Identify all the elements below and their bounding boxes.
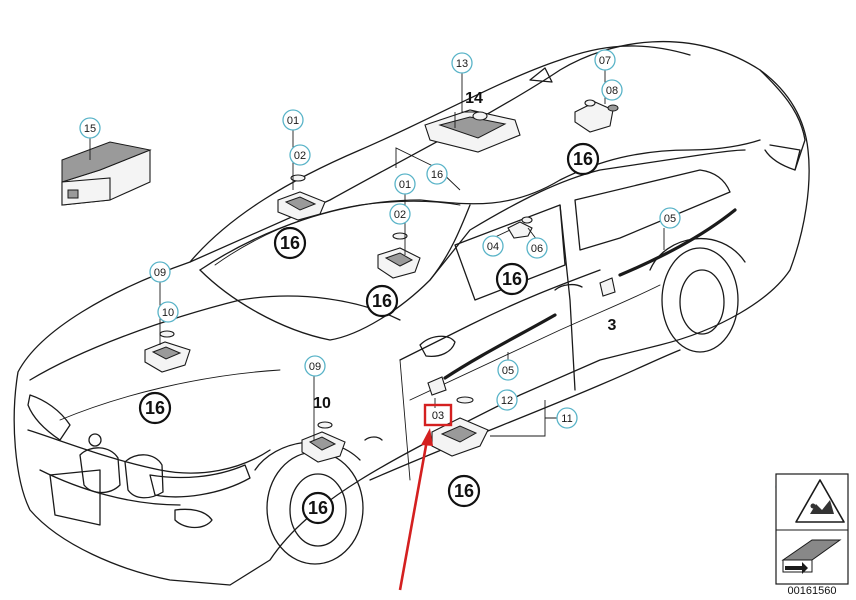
entry-light: [431, 396, 489, 457]
svg-text:08: 08: [606, 85, 618, 97]
svg-text:16: 16: [280, 233, 300, 253]
ref-16-center: 16: [365, 284, 399, 318]
label-03: 03: [432, 410, 444, 422]
ref-16-rear: 16: [566, 142, 600, 176]
plug-03: [427, 376, 447, 396]
callout-12: 12: [496, 389, 518, 411]
callout-02-left: 02: [289, 144, 311, 166]
svg-text:16: 16: [573, 149, 593, 169]
callout-08: 08: [601, 79, 623, 101]
callout-01-center: 01: [394, 173, 416, 195]
callout-10-left: 10: [157, 301, 179, 323]
fiber-cable-upper: [618, 208, 737, 277]
svg-text:10: 10: [162, 307, 174, 319]
car-outline: [13, 40, 810, 586]
label-14: 14: [465, 90, 483, 107]
svg-text:16: 16: [145, 398, 165, 418]
svg-text:16: 16: [372, 291, 392, 311]
ref-16-entry: 16: [447, 474, 481, 508]
svg-text:15: 15: [84, 123, 96, 135]
parts: [61, 99, 737, 463]
ref-16-door: 16: [495, 262, 529, 296]
door-lamp: [507, 216, 533, 239]
module-15: [61, 141, 152, 206]
arrow-icon: [781, 539, 842, 574]
callout-06: 06: [526, 237, 548, 259]
svg-text:06: 06: [531, 243, 543, 255]
callout-16-ceiling: 16: [426, 163, 448, 185]
svg-text:11: 11: [561, 413, 572, 425]
svg-text:16: 16: [308, 498, 328, 518]
svg-text:13: 13: [456, 58, 468, 70]
svg-text:16: 16: [454, 481, 474, 501]
label-10: 10: [313, 395, 331, 412]
callout-05-lower: 05: [497, 359, 519, 381]
ref-16-glovebox: 16: [138, 391, 172, 425]
bold-labels: 14 3 10 16 16 16 16 16 16 16: [138, 90, 617, 525]
red-arrow-shaft: [398, 439, 429, 591]
interior-light-center: [377, 232, 421, 279]
svg-text:16: 16: [431, 169, 443, 181]
ceiling-light-14: [424, 109, 521, 153]
callout-02-center: 02: [389, 203, 411, 225]
svg-text:09: 09: [309, 361, 321, 373]
rear-lamp: [574, 99, 619, 133]
ref-16-footwell: 16: [301, 491, 335, 525]
callout-07: 07: [594, 49, 616, 71]
callout-11: 11: [556, 407, 578, 429]
diagram-code: 00161560: [788, 585, 837, 597]
callout-13: 13: [451, 52, 473, 74]
callout-15: 15: [79, 117, 101, 139]
legend-box: 00161560: [775, 473, 849, 597]
svg-text:12: 12: [501, 395, 513, 407]
svg-text:02: 02: [394, 209, 406, 221]
highlight-arrow: [398, 403, 453, 591]
warning-triangle-icon: [795, 479, 845, 523]
svg-text:09: 09: [154, 267, 166, 279]
plug-3: [599, 277, 616, 297]
svg-text:02: 02: [294, 150, 306, 162]
footwell-light: [301, 421, 346, 463]
fiber-cable-lower: [443, 313, 557, 380]
svg-text:01: 01: [399, 179, 411, 191]
glovebox-light-left: [144, 330, 191, 373]
callouts: 15 13 07 08 01 02 16 01 02 04 06 05 09 1…: [79, 49, 797, 498]
callout-04: 04: [482, 235, 504, 257]
svg-text:05: 05: [502, 365, 514, 377]
svg-text:16: 16: [502, 269, 522, 289]
svg-text:01: 01: [287, 115, 299, 127]
callout-01-left: 01: [282, 109, 304, 131]
svg-text:05: 05: [664, 213, 676, 225]
svg-text:04: 04: [487, 241, 499, 253]
callout-05-upper: 05: [659, 207, 681, 229]
interior-light-left: [277, 174, 326, 221]
label-3: 3: [608, 317, 617, 334]
highlight-box-03: [423, 403, 453, 427]
svg-text:07: 07: [599, 55, 611, 67]
callout-09-footwell: 09: [304, 355, 326, 377]
callout-09-left: 09: [149, 261, 171, 283]
red-arrow-head-icon: [421, 428, 433, 446]
ref-16-left: 16: [273, 226, 307, 260]
